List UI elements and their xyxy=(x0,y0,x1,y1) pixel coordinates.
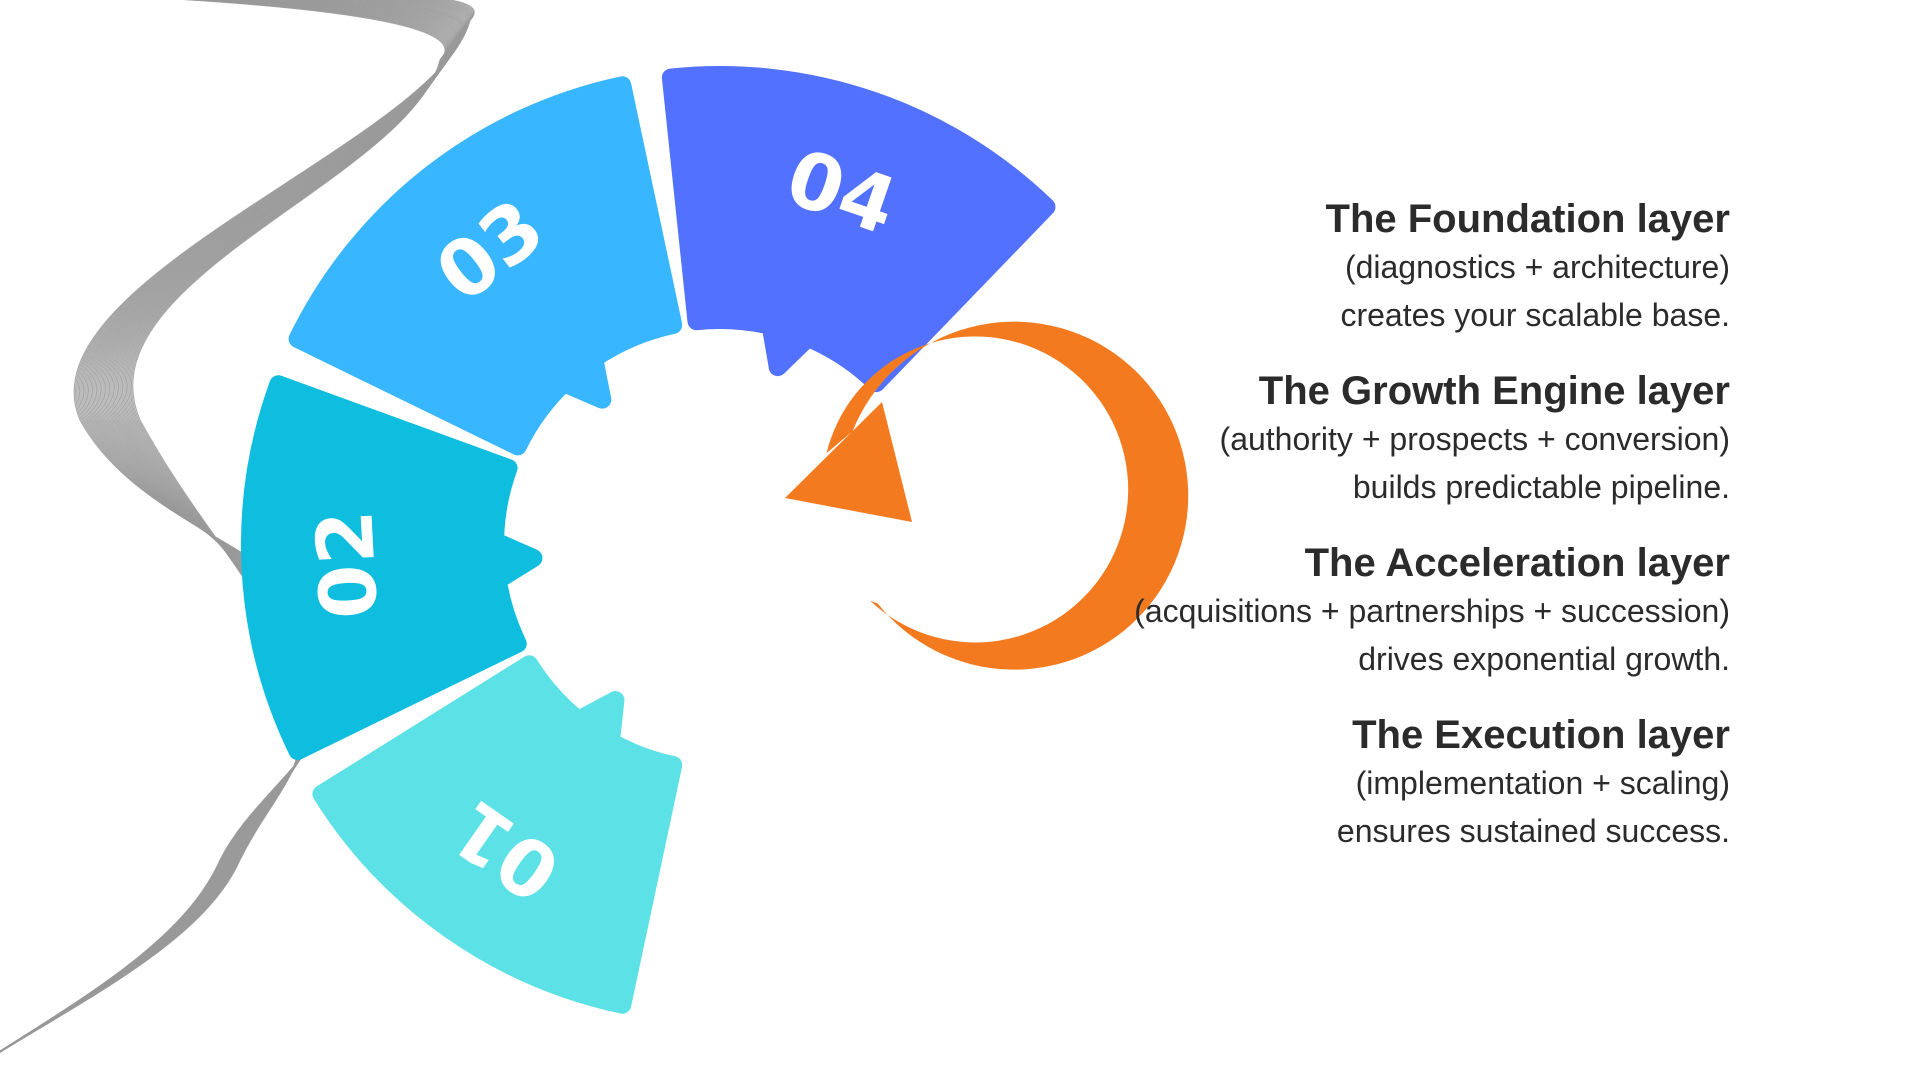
layer-growth-engine: The Growth Engine layer (authority + pro… xyxy=(1040,367,1730,511)
layer-execution: The Execution layer (implementation + sc… xyxy=(1040,711,1730,855)
layer-description: (implementation + scaling) xyxy=(1040,759,1730,807)
layer-foundation: The Foundation layer (diagnostics + arch… xyxy=(1040,195,1730,339)
layer-title: The Foundation layer xyxy=(1040,195,1730,243)
layer-description: (diagnostics + architecture) xyxy=(1040,243,1730,291)
segment-number-02: 02 xyxy=(300,508,396,621)
layer-summary: creates your scalable base. xyxy=(1040,291,1730,339)
layer-summary: ensures sustained success. xyxy=(1040,807,1730,855)
layer-acceleration: The Acceleration layer (acquisitions + p… xyxy=(1040,539,1730,683)
layer-title: The Execution layer xyxy=(1040,711,1730,759)
layer-title: The Growth Engine layer xyxy=(1040,367,1730,415)
layer-descriptions: The Foundation layer (diagnostics + arch… xyxy=(1040,195,1730,883)
layer-summary: builds predictable pipeline. xyxy=(1040,463,1730,511)
layer-description: (acquisitions + partnerships + successio… xyxy=(1040,587,1730,635)
layer-title: The Acceleration layer xyxy=(1040,539,1730,587)
layer-description: (authority + prospects + conversion) xyxy=(1040,415,1730,463)
layer-summary: drives exponential growth. xyxy=(1040,635,1730,683)
